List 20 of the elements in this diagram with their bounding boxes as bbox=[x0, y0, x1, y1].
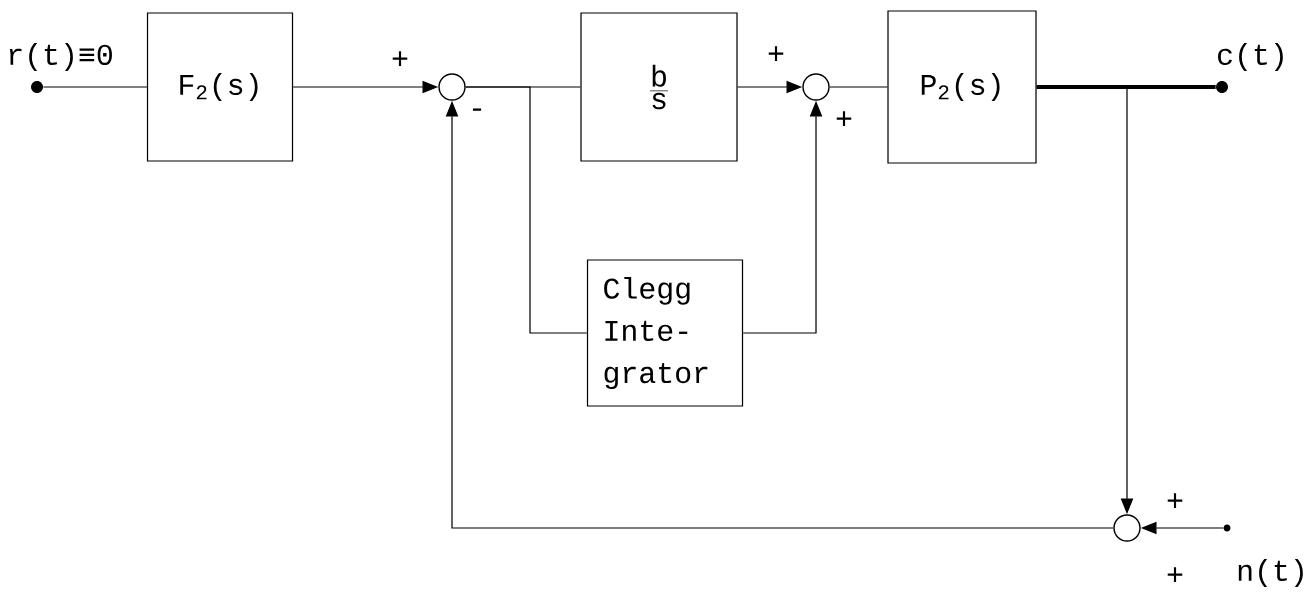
sign-label: + bbox=[1167, 567, 1183, 582]
signal-line bbox=[829, 86, 888, 88]
summing-junction bbox=[802, 73, 830, 101]
signal-line bbox=[1036, 85, 1216, 89]
signal-label: n(t) bbox=[1238, 559, 1303, 587]
block-box: b s bbox=[580, 12, 738, 162]
sign-label: + bbox=[768, 46, 784, 61]
sign-label: + bbox=[1167, 493, 1183, 508]
block-box: F$_{2}$(s) bbox=[146, 12, 294, 162]
signal-line bbox=[42, 86, 148, 88]
sign-label: + bbox=[392, 51, 408, 66]
summing-junction bbox=[1113, 514, 1141, 542]
sign-label: + bbox=[836, 111, 852, 126]
signal-label: r(t)≡0 bbox=[9, 43, 112, 71]
signal-line bbox=[465, 86, 588, 334]
summing-junction bbox=[438, 73, 466, 101]
sign-label: - bbox=[472, 108, 482, 111]
block-box: P$_{2}$(s) bbox=[887, 10, 1037, 164]
block-box: Clegg Inte- grator bbox=[586, 259, 744, 407]
signal-label: c(t) bbox=[1218, 43, 1283, 71]
